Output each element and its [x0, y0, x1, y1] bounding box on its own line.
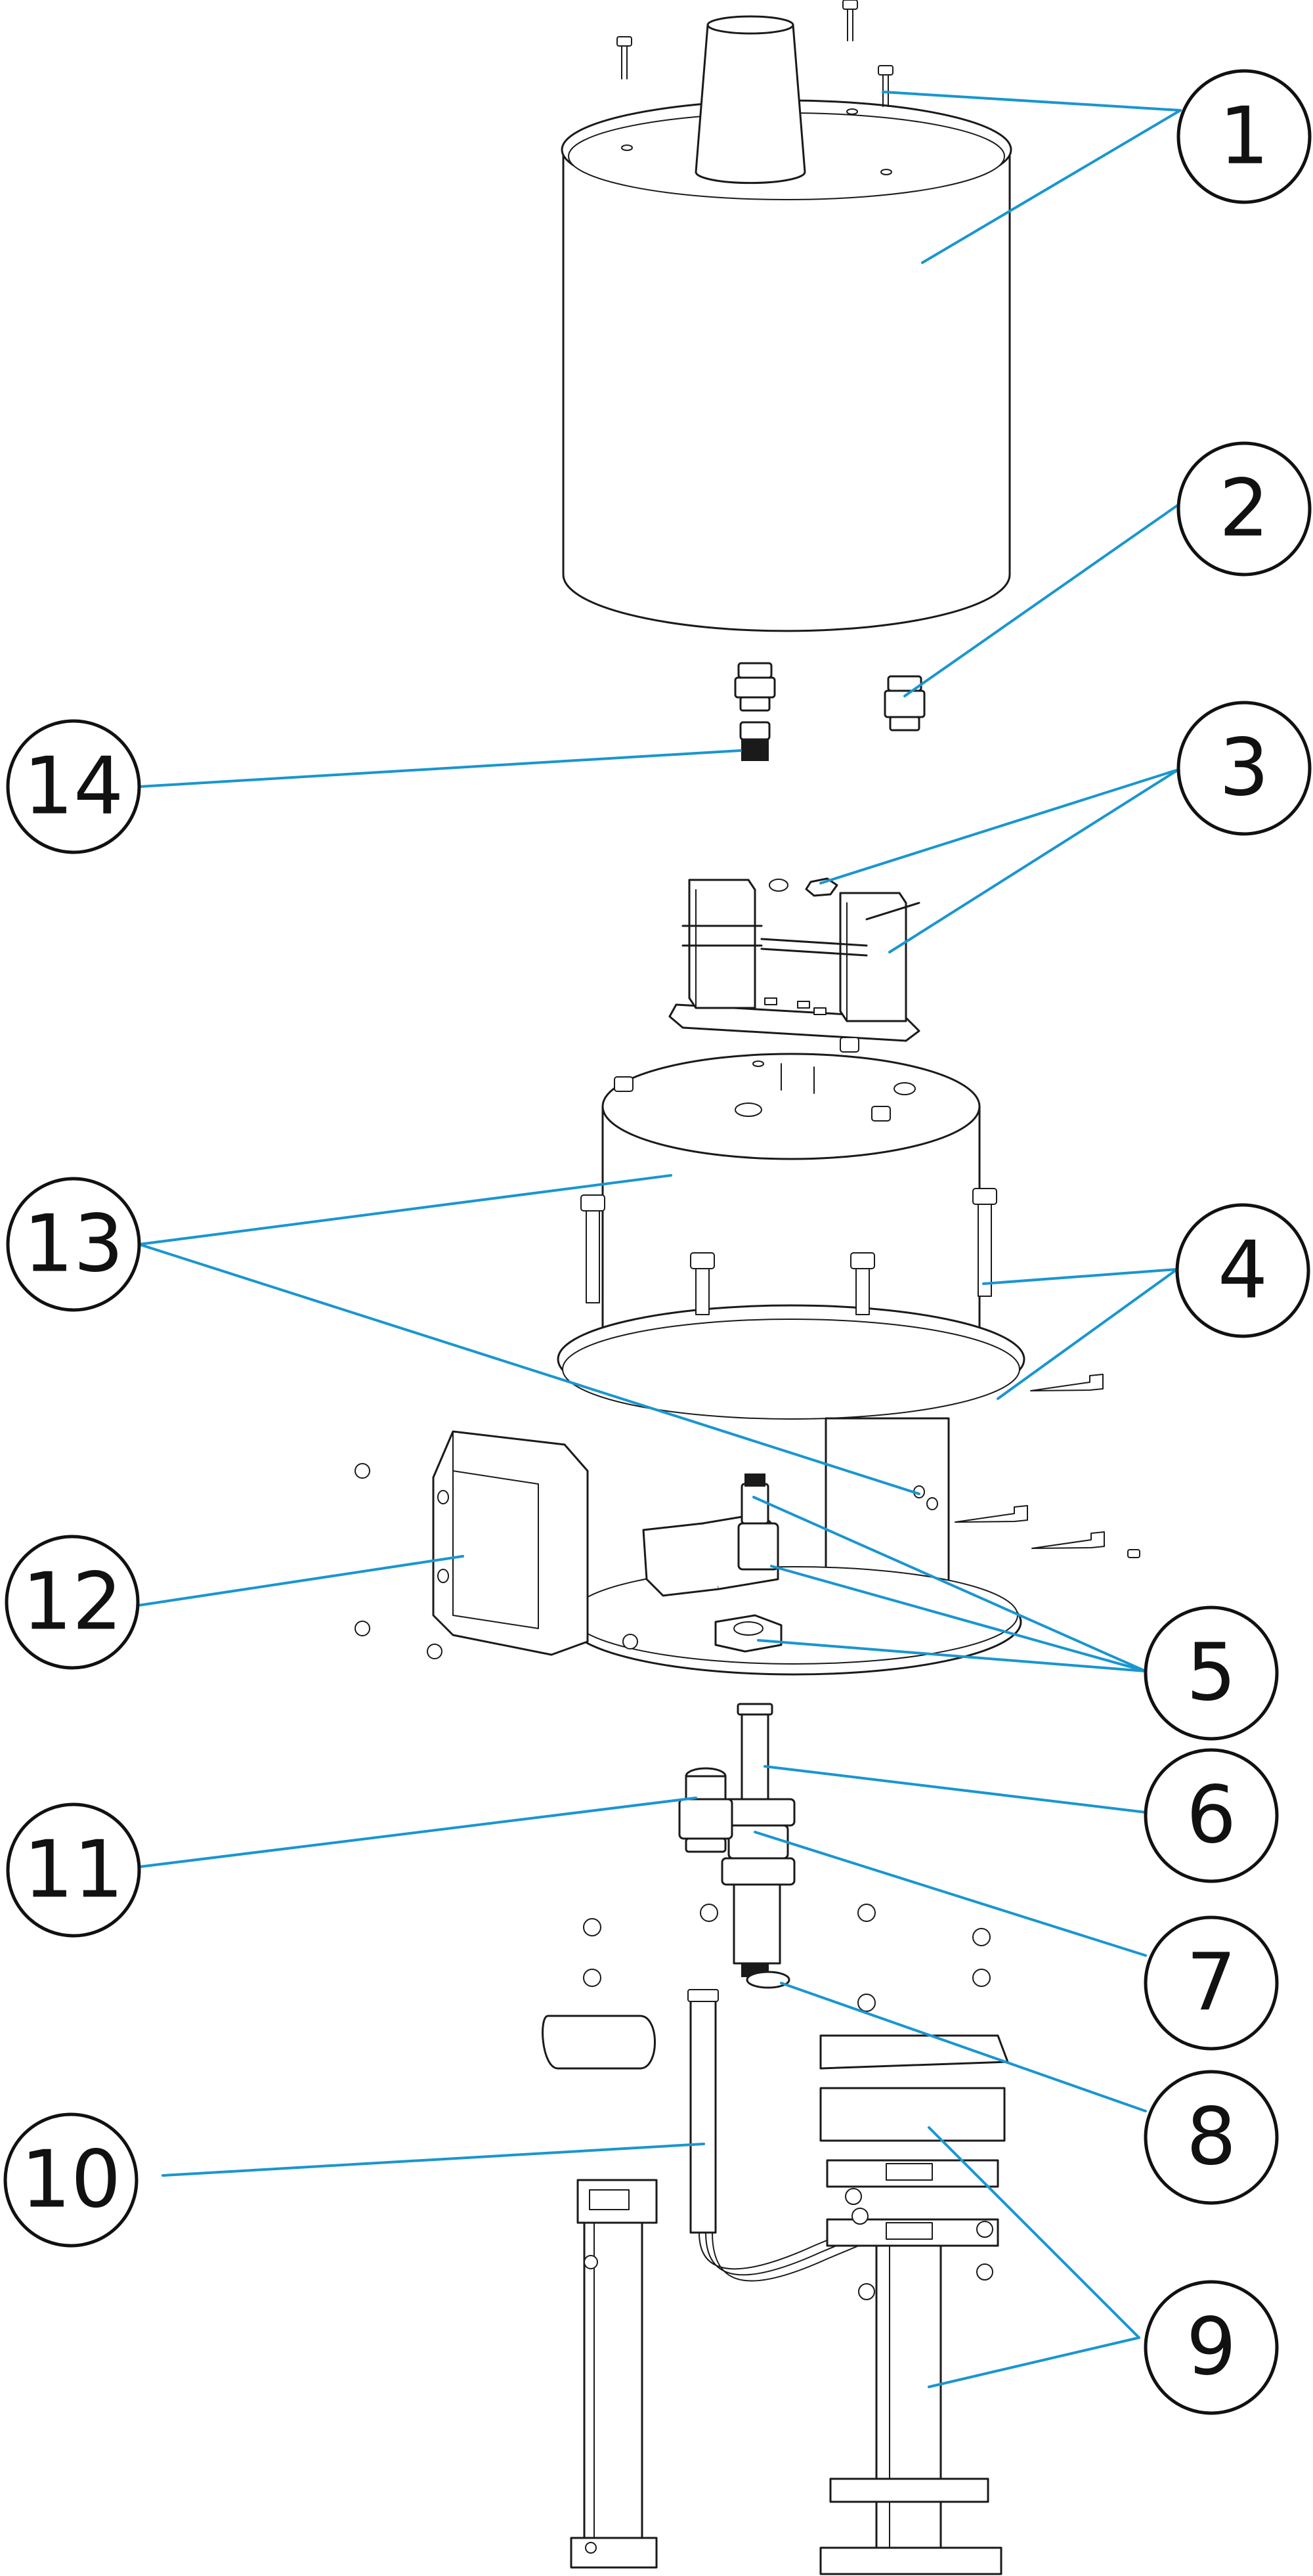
solenoid-valve [642, 1474, 783, 1653]
callout-label-9: 9 [1186, 2302, 1236, 2393]
callout-label-4: 4 [1218, 1225, 1268, 1317]
callout-label-2: 2 [1219, 464, 1269, 555]
callout-label-13: 13 [24, 1199, 124, 1290]
top-cover [561, 0, 1012, 632]
leader-5 [770, 1565, 1147, 1672]
housing-bolt [580, 1194, 605, 1303]
callout-label-3: 3 [1219, 723, 1269, 814]
leader-13 [138, 1174, 672, 1246]
callout-label-5: 5 [1186, 1628, 1236, 1719]
leader-14 [138, 749, 742, 788]
leader-4 [982, 1268, 1178, 1285]
callout-label-11: 11 [24, 1825, 124, 1916]
callout-5: 5 [1144, 1605, 1279, 1741]
callout-9: 9 [1144, 2280, 1279, 2415]
leader-5 [757, 1639, 1147, 1672]
callout-12: 12 [5, 1535, 140, 1670]
leader-7 [754, 1831, 1147, 1957]
callout-13: 13 [6, 1177, 141, 1312]
callout-6: 6 [1144, 1748, 1279, 1883]
cover-screw [616, 36, 632, 79]
junction-box [355, 1430, 638, 1659]
base-plate [567, 1566, 1022, 1676]
callout-3: 3 [1176, 701, 1312, 836]
callout-4: 4 [1175, 1203, 1310, 1338]
leader-8 [780, 1982, 1147, 2112]
leader-1 [882, 91, 1182, 112]
callout-label-10: 10 [21, 2135, 121, 2226]
callout-10: 10 [3, 2112, 139, 2248]
callout-label-7: 7 [1186, 1938, 1236, 2029]
callout-label-14: 14 [24, 741, 124, 833]
leg-left [542, 2015, 658, 2569]
leader-12 [137, 1555, 464, 1607]
leader-9 [928, 2336, 1140, 2388]
leader-9 [928, 2126, 1140, 2339]
shaft-coupling [721, 1798, 796, 1977]
leader-1 [921, 109, 1182, 264]
leader-11 [138, 1797, 697, 1868]
callout-label-6: 6 [1186, 1770, 1236, 1862]
leader-lines [137, 91, 1182, 2388]
leader-3 [888, 768, 1180, 953]
callout-14: 14 [6, 719, 141, 854]
callout-8: 8 [1144, 2070, 1279, 2205]
leader-13 [138, 1243, 920, 1495]
callout-label-1: 1 [1219, 91, 1269, 183]
sensor-probe [687, 1989, 867, 2282]
leader-4 [997, 1268, 1178, 1400]
main-housing [557, 1037, 1140, 1626]
cable-gland [734, 662, 776, 712]
callout-1: 1 [1176, 69, 1312, 204]
housing-bolt [972, 1188, 997, 1297]
leader-5 [752, 1496, 1147, 1672]
loose-nuts [583, 1904, 991, 2012]
leader-6 [764, 1765, 1147, 1814]
callout-label-12: 12 [22, 1557, 123, 1648]
callout-label-8: 8 [1186, 2092, 1236, 2183]
threaded-adapter [739, 721, 771, 761]
mounting-bracket [668, 877, 920, 1042]
pipe-fitting [678, 1767, 733, 1853]
housing-bolt [690, 1252, 715, 1315]
cover-screw [842, 0, 858, 41]
leader-2 [903, 504, 1178, 697]
seal-washer [746, 1971, 790, 1989]
leader-3 [819, 768, 1180, 884]
housing-bolt [850, 1252, 875, 1315]
callout-7: 7 [1144, 1915, 1279, 2051]
callout-11: 11 [6, 1802, 141, 1938]
cable-gland-side [884, 675, 926, 731]
leader-10 [161, 2143, 705, 2177]
callout-2: 2 [1176, 441, 1312, 577]
leg-right [819, 2034, 1009, 2575]
cover-screw [878, 65, 893, 107]
